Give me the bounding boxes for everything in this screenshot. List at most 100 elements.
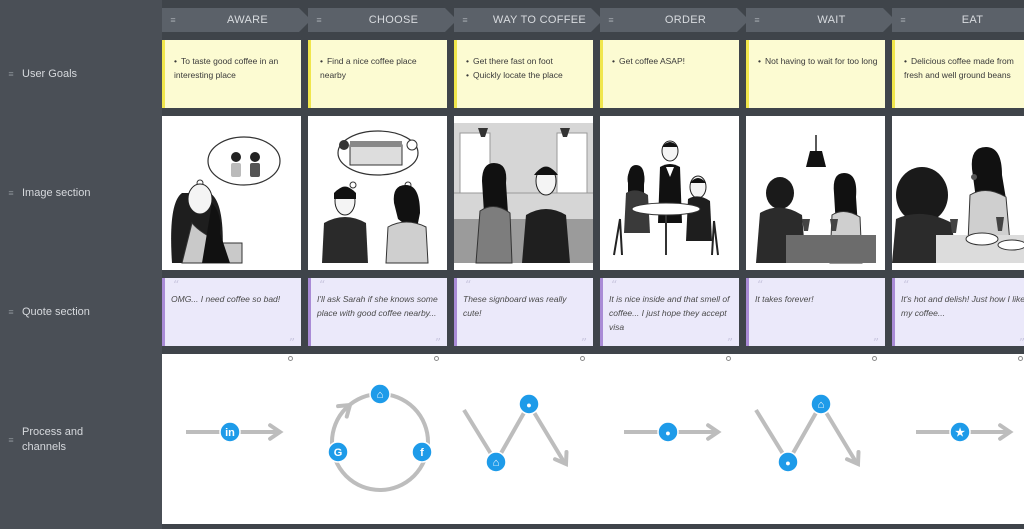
quote-text: It's hot and delish! Just how I like my …: [901, 294, 1024, 318]
row-label-text: Process and channels: [22, 426, 84, 453]
phase-header[interactable]: ≡ ORDER: [600, 8, 749, 32]
quote-text: It takes forever!: [755, 294, 814, 304]
quote-card[interactable]: “It's hot and delish! Just how I like my…: [892, 278, 1024, 350]
row-label-sidebar: ≡ User Goals ≡ Image section ≡ Quote sec…: [0, 0, 160, 529]
drag-handle-icon[interactable]: ≡: [462, 15, 468, 25]
home-icon[interactable]: ⌂: [485, 451, 507, 473]
phase-header[interactable]: ≡ EAT: [892, 8, 1024, 32]
quote-text: It is nice inside and that smell of coff…: [609, 294, 730, 332]
phase-label: ORDER: [664, 14, 707, 26]
drag-handle-icon[interactable]: ≡: [754, 15, 760, 25]
svg-text:●: ●: [785, 458, 790, 468]
column-menu-dot[interactable]: [1018, 356, 1023, 361]
row-label-process-channels[interactable]: ≡ Process and channels: [0, 424, 160, 456]
quote-card[interactable]: “ OMG... I need coffee so bad! ”: [162, 278, 301, 350]
column-menu-dot[interactable]: [434, 356, 439, 361]
arrow-head: [845, 450, 861, 468]
drag-handle-icon[interactable]: ≡: [170, 15, 176, 25]
quote-open-icon: “: [173, 278, 180, 292]
quote-card[interactable]: “ These signboard was really cute! ”: [454, 278, 593, 350]
illustration-woman-thinking-of-coffee-date: [171, 136, 281, 264]
phase-label: AWARE: [226, 14, 269, 26]
star-icon[interactable]: ★: [949, 421, 971, 443]
quote-close-icon: ”: [434, 336, 441, 350]
svg-text:★: ★: [955, 427, 965, 439]
arrow-head: [268, 423, 284, 441]
quote-open-icon: “: [757, 278, 764, 292]
phase-header[interactable]: ≡ CHOOSE: [308, 8, 457, 32]
user-icon[interactable]: ●: [518, 393, 540, 415]
drag-handle-icon[interactable]: ≡: [608, 15, 614, 25]
svg-text:⌂: ⌂: [377, 389, 384, 401]
quote-text: I'll ask Sarah if she knows some place w…: [317, 294, 438, 318]
image-card[interactable]: [162, 116, 301, 270]
row-label-text: Image section: [22, 186, 91, 199]
process-cycle: [330, 392, 430, 492]
svg-text:G: G: [334, 447, 343, 459]
row-label-image-section[interactable]: ≡ Image section: [0, 181, 160, 205]
image-card[interactable]: [308, 116, 447, 270]
user-goal-card[interactable]: To taste good coffee in an interesting p…: [162, 40, 301, 108]
user-icon[interactable]: ●: [777, 451, 799, 473]
illustration-couple-waiting-at-table: [756, 135, 876, 264]
goal-list: Find a nice coffee place nearby: [320, 54, 441, 82]
row-label-user-goals[interactable]: ≡ User Goals: [0, 62, 160, 86]
user-goal-card[interactable]: Delicious coffee made from fresh and wel…: [892, 40, 1024, 108]
goal-item: Find a nice coffee place nearby: [320, 54, 441, 82]
quote-open-icon: “: [465, 278, 472, 292]
column-menu-dot[interactable]: [726, 356, 731, 361]
drag-handle-icon[interactable]: ≡: [8, 188, 14, 198]
home-icon[interactable]: ⌂: [369, 383, 391, 405]
quote-card[interactable]: “ It is nice inside and that smell of cof…: [600, 278, 739, 350]
phase-header[interactable]: ≡WAIT: [746, 8, 895, 32]
google-icon[interactable]: G: [327, 441, 349, 463]
quote-close-icon: ”: [580, 336, 587, 350]
row-label-quote-section[interactable]: ≡ Quote section: [0, 300, 160, 324]
user-goal-card[interactable]: Get coffee ASAP!: [600, 40, 739, 108]
user-icon[interactable]: ●: [657, 421, 679, 443]
goal-item: To taste good coffee in an interesting p…: [174, 54, 295, 82]
image-card[interactable]: [600, 116, 739, 270]
drag-handle-icon[interactable]: ≡: [8, 435, 14, 445]
goal-list: To taste good coffee in an interesting p…: [174, 54, 295, 82]
quote-open-icon: “: [319, 278, 326, 292]
user-goal-card[interactable]: Find a nice coffee place nearby: [308, 40, 447, 108]
drag-handle-icon[interactable]: ≡: [900, 15, 906, 25]
goal-list: Not having to wait for too long: [758, 54, 879, 68]
goal-item: Get coffee ASAP!: [612, 54, 733, 68]
phase-header[interactable]: ≡ WAY TO COFFEE: [454, 8, 603, 32]
arrow-head: [706, 423, 722, 441]
column-menu-dot[interactable]: [288, 356, 293, 361]
quote-text: These signboard was really cute!: [463, 294, 567, 318]
home-icon[interactable]: ⌂: [810, 393, 832, 415]
arrow-head: [553, 450, 569, 468]
quote-text: OMG... I need coffee so bad!: [171, 294, 281, 304]
phase-label: CHOOSE: [368, 14, 419, 26]
quote-close-icon: ”: [288, 336, 295, 350]
phase-label: WAY TO COFFEE: [492, 14, 587, 26]
quote-card[interactable]: “ I'll ask Sarah if she knows some place …: [308, 278, 447, 350]
image-card[interactable]: [892, 116, 1024, 270]
svg-text:●: ●: [526, 400, 531, 410]
image-card[interactable]: [454, 116, 593, 270]
quote-open-icon: “: [611, 278, 618, 292]
drag-handle-icon[interactable]: ≡: [8, 307, 14, 317]
svg-text:in: in: [225, 427, 235, 439]
column-menu-dot[interactable]: [580, 356, 585, 361]
column-menu-dot[interactable]: [872, 356, 877, 361]
arrow-head: [336, 402, 353, 419]
phase-header[interactable]: ≡ AWARE: [162, 8, 311, 32]
user-goal-card[interactable]: Not having to wait for too long: [746, 40, 885, 108]
user-goal-card[interactable]: Get there fast on footQuickly locate the…: [454, 40, 593, 108]
facebook-icon[interactable]: f: [411, 441, 433, 463]
drag-handle-icon[interactable]: ≡: [8, 69, 14, 79]
linkedin-icon[interactable]: in: [219, 421, 241, 443]
quote-close-icon: ”: [872, 336, 879, 350]
quote-card[interactable]: “ It takes forever! ”: [746, 278, 885, 350]
phase-label: EAT: [961, 14, 984, 26]
row-label-text: Quote section: [22, 305, 90, 318]
image-card[interactable]: [746, 116, 885, 270]
svg-text:⌂: ⌂: [818, 399, 825, 411]
drag-handle-icon[interactable]: ≡: [316, 15, 322, 25]
